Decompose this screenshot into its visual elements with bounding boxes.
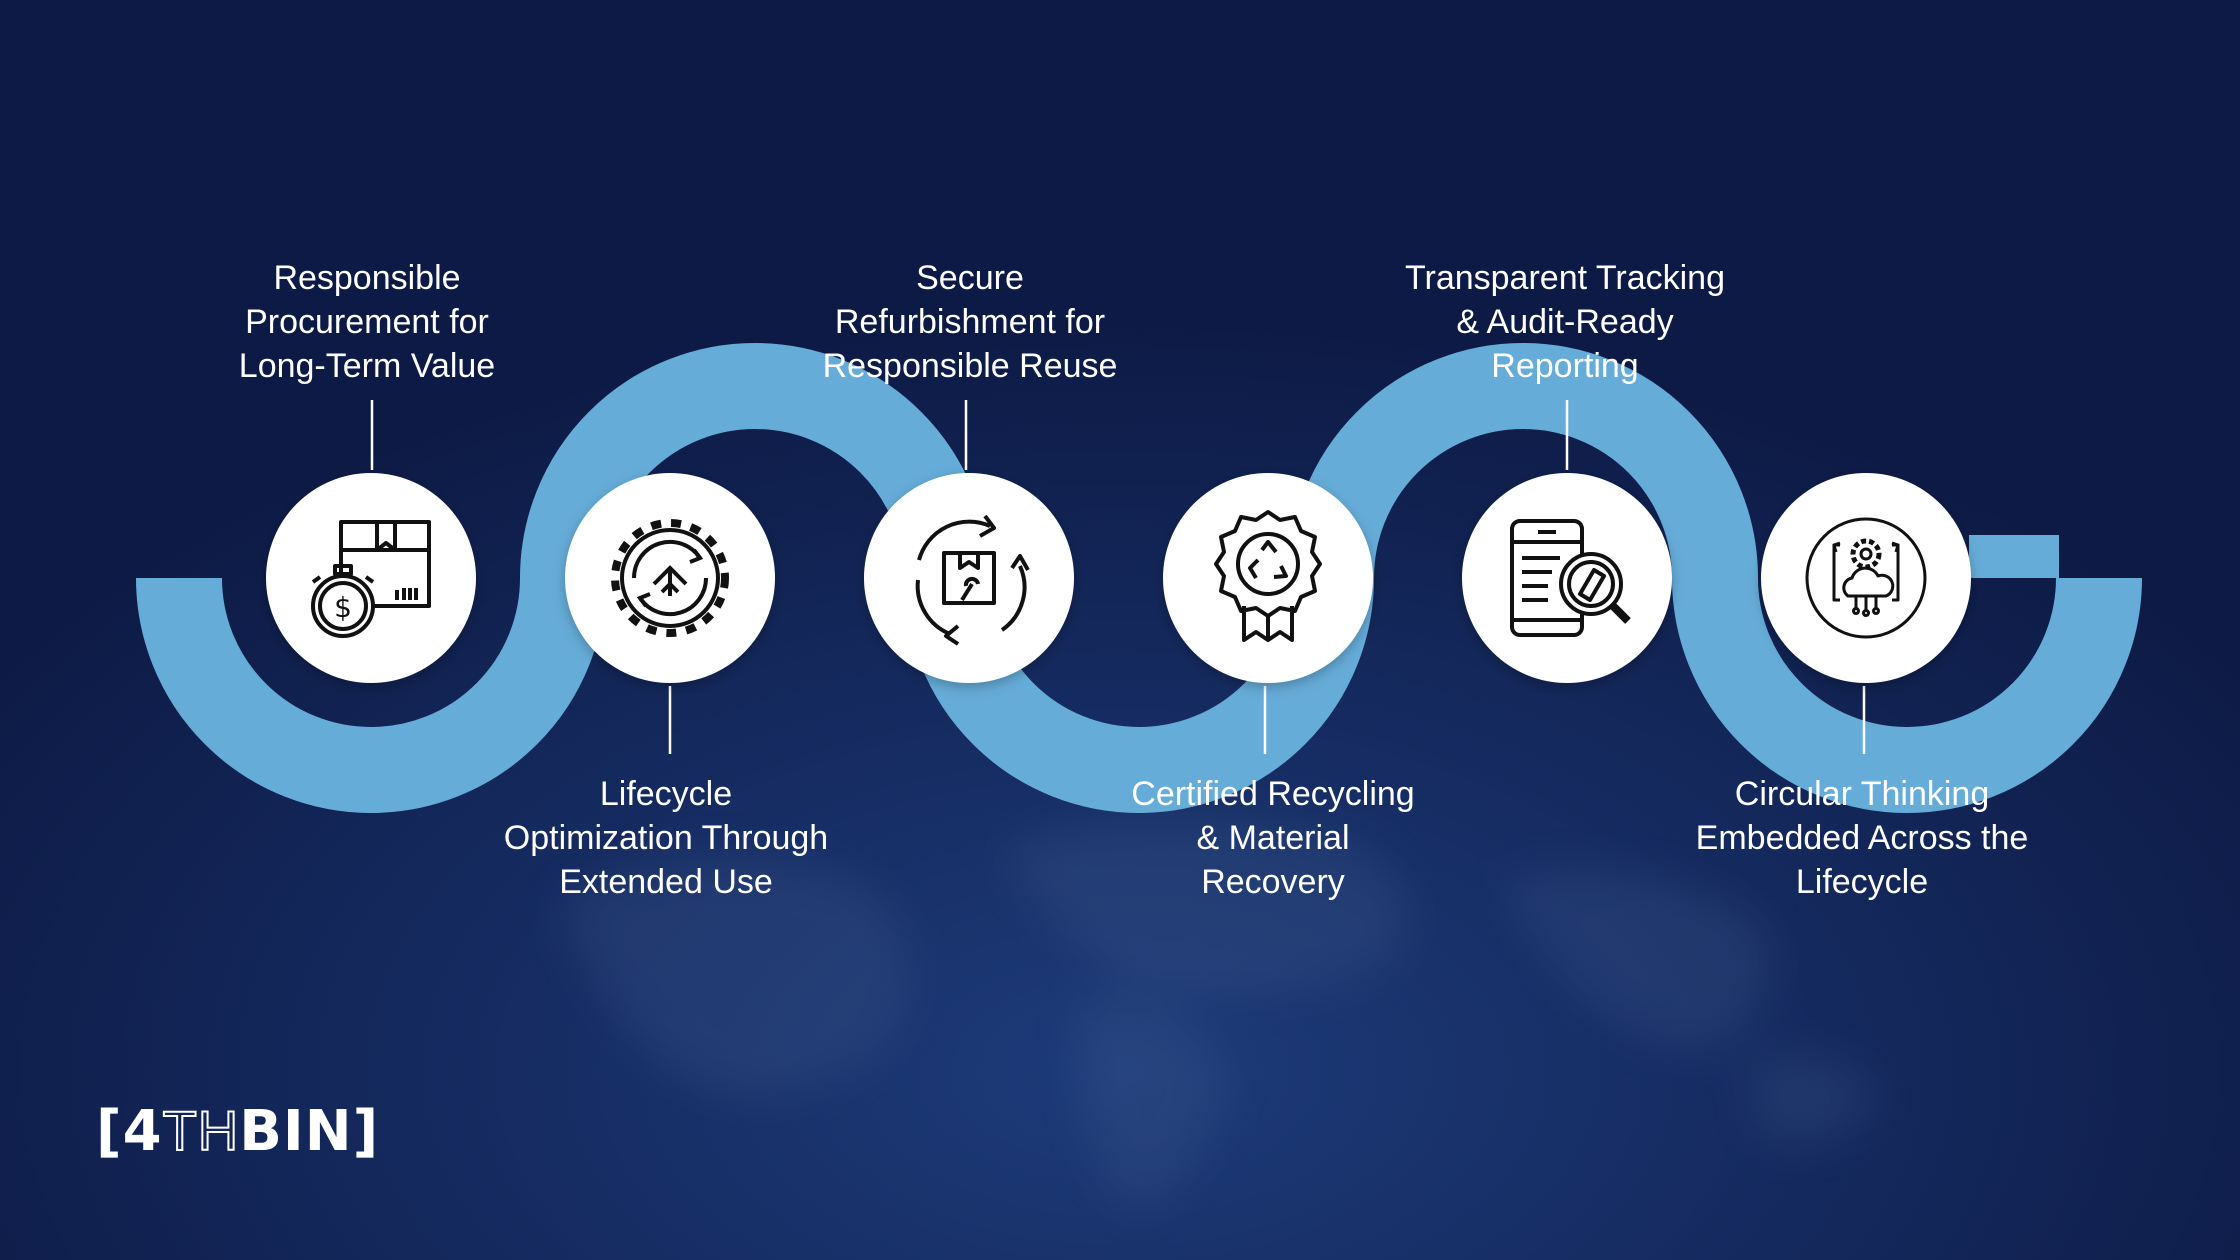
logo-part-1: [4 — [96, 1099, 163, 1164]
circular-cloud-gear-icon — [1805, 517, 1927, 639]
step-circle — [266, 473, 476, 683]
step-label-2: Lifecycle Optimization Through Extended … — [503, 775, 829, 901]
recycling-badge-icon — [1214, 510, 1322, 642]
step-circle — [1163, 473, 1373, 683]
step-label-5: Transparent Tracking & Audit-Ready Repor… — [1405, 259, 1725, 385]
step-circle — [1761, 473, 1971, 683]
step-label-6: Circular Thinking Embedded Across the Li… — [1695, 775, 2029, 901]
refurbish-box-cycle-icon — [915, 514, 1030, 646]
step-label-1: Responsible Procurement for Long-Term Va… — [238, 259, 496, 385]
document-magnifier-icon — [1510, 519, 1631, 637]
wave-end-fill — [1969, 535, 2059, 578]
procurement-box-stopwatch-icon: $ — [311, 520, 431, 638]
step-label-4: Certified Recycling & Material Recovery — [1131, 775, 1415, 901]
logo-part-3: BIN] — [239, 1099, 380, 1164]
gear-cycle-arrow-icon — [611, 519, 729, 637]
svg-text:$: $ — [334, 591, 352, 624]
logo-part-2: TH — [162, 1098, 240, 1163]
step-label-3: Secure Refurbishment for Responsible Reu… — [822, 259, 1118, 385]
brand-logo: [4THBIN] — [96, 1098, 379, 1164]
world-map-backdrop — [560, 817, 1880, 1210]
wave-band — [136, 343, 2142, 813]
